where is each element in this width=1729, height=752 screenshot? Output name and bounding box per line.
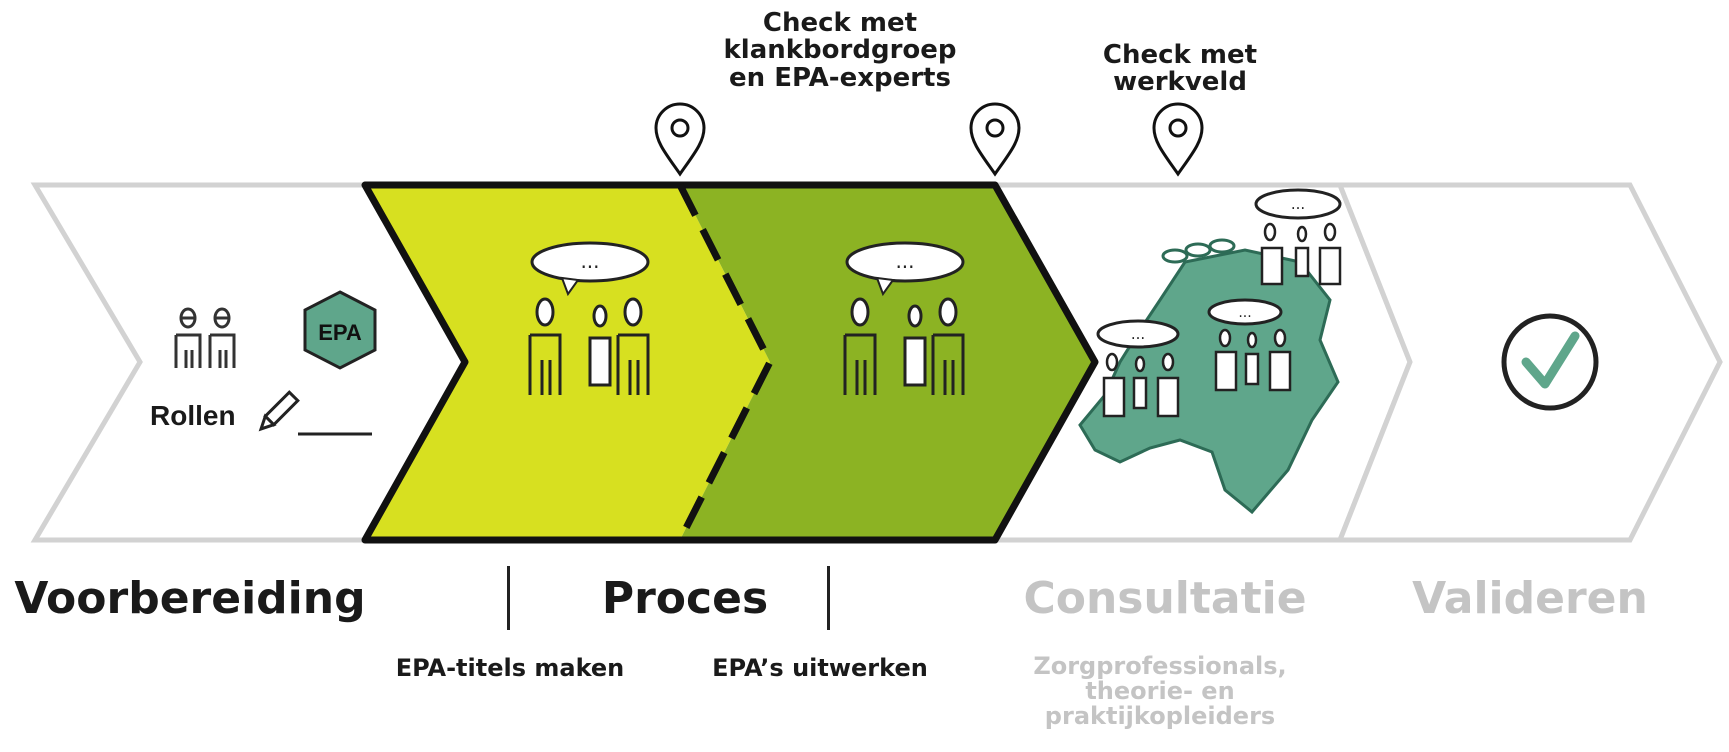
people-icon bbox=[174, 307, 236, 368]
svg-text:...: ... bbox=[1238, 305, 1251, 321]
pencil-icon bbox=[258, 390, 300, 432]
speech-bubble-icon: ... bbox=[845, 241, 965, 297]
epa-badge-label: EPA bbox=[318, 320, 362, 345]
people-icon bbox=[843, 297, 965, 395]
speech-bubble-icon: ... bbox=[1207, 298, 1283, 326]
checkpoint-klankbordgroep-label: Check met klankbordgroep en EPA-experts bbox=[723, 8, 957, 93]
location-pin-icon bbox=[654, 102, 706, 177]
speech-bubble-icon: ... bbox=[1254, 188, 1342, 220]
arrow-proces-titels bbox=[365, 185, 770, 540]
separator bbox=[507, 566, 510, 630]
phase-proces: Proces bbox=[601, 573, 769, 624]
proces-outline bbox=[361, 181, 1099, 544]
checkpoint-werkveld-label: Check met werkveld bbox=[1102, 40, 1258, 98]
people-icon bbox=[528, 297, 650, 395]
checkmark-icon bbox=[1501, 313, 1599, 411]
location-pin-icon bbox=[1152, 102, 1204, 177]
separator bbox=[827, 566, 830, 630]
speech-bubble-icon: ... bbox=[1096, 319, 1180, 349]
phase-valideren: Valideren bbox=[1412, 573, 1648, 624]
subphase-titels-label: EPA-titels maken bbox=[395, 654, 625, 682]
subphase-consultatie-label: Zorgprofessionals, theorie- en praktijko… bbox=[1033, 652, 1287, 731]
svg-text:...: ... bbox=[1131, 325, 1145, 343]
svg-text:...: ... bbox=[1291, 195, 1305, 213]
phase-voorbereiding: Voorbereiding bbox=[14, 573, 366, 624]
phase-consultatie: Consultatie bbox=[1023, 573, 1307, 624]
location-pin-icon bbox=[969, 102, 1021, 177]
hexagon-epa-icon: EPA bbox=[303, 290, 377, 370]
svg-text:...: ... bbox=[580, 249, 599, 273]
people-icon bbox=[1102, 222, 1342, 418]
proces-divider bbox=[676, 183, 774, 542]
arrow-proces-uitwerken bbox=[680, 185, 1095, 540]
roles-label: Rollen bbox=[150, 400, 236, 431]
speech-bubble-icon: ... bbox=[530, 241, 650, 297]
svg-text:...: ... bbox=[895, 249, 914, 273]
subphase-uitwerken-label: EPA’s uitwerken bbox=[712, 654, 928, 682]
